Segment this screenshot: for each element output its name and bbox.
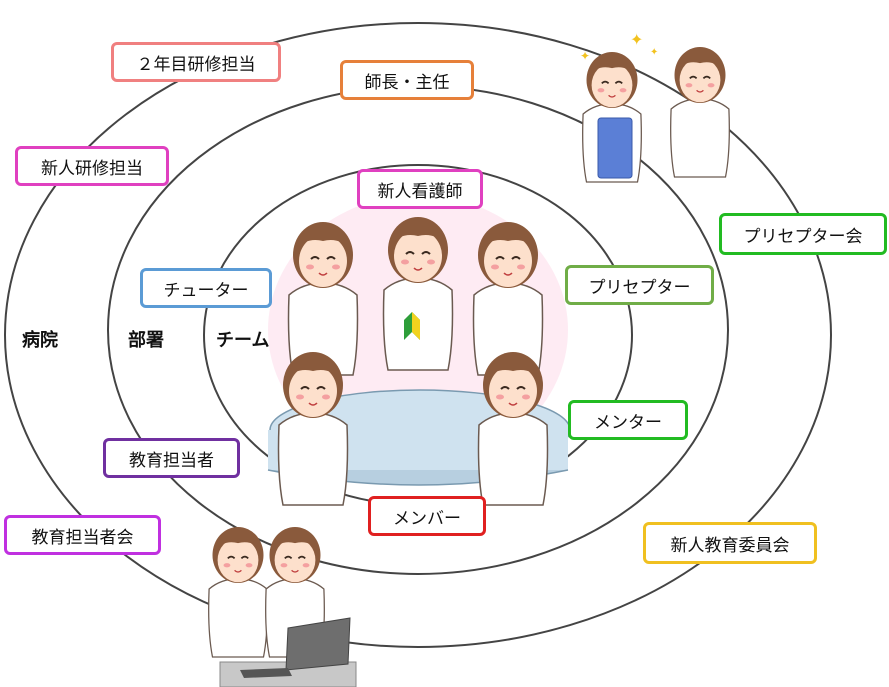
top-right-nurse-pair: ✦ ✦ ✦ bbox=[580, 30, 731, 183]
box-new-training: 新人研修担当 bbox=[15, 146, 169, 186]
laptop-icon bbox=[285, 617, 351, 671]
box-preceptor-meeting: プリセプター会 bbox=[719, 213, 887, 255]
box-preceptor: プリセプター bbox=[565, 265, 714, 305]
clipboard-icon bbox=[597, 117, 633, 179]
box-head-chief: 師長・主任 bbox=[340, 60, 474, 100]
box-new-edu-committee: 新人教育委員会 bbox=[643, 522, 817, 564]
level-department: 部署 bbox=[128, 330, 164, 351]
svg-text:✦: ✦ bbox=[580, 49, 590, 63]
hospital-ring bbox=[4, 22, 832, 648]
svg-text:✦: ✦ bbox=[630, 30, 643, 49]
center-nurse-group bbox=[267, 216, 571, 506]
bottom-nurse-pair bbox=[207, 526, 357, 687]
box-new-nurse: 新人看護師 bbox=[357, 169, 483, 209]
box-member: メンバー bbox=[368, 496, 486, 536]
box-edu-staff: 教育担当者 bbox=[103, 438, 240, 478]
level-team: チーム bbox=[216, 330, 270, 351]
box-edu-staff-meeting: 教育担当者会 bbox=[4, 515, 161, 555]
level-hospital: 病院 bbox=[22, 330, 58, 351]
box-year2-training: ２年目研修担当 bbox=[111, 42, 281, 82]
box-tutor: チューター bbox=[140, 268, 272, 308]
svg-text:✦: ✦ bbox=[650, 47, 658, 58]
box-mentor: メンター bbox=[568, 400, 688, 440]
